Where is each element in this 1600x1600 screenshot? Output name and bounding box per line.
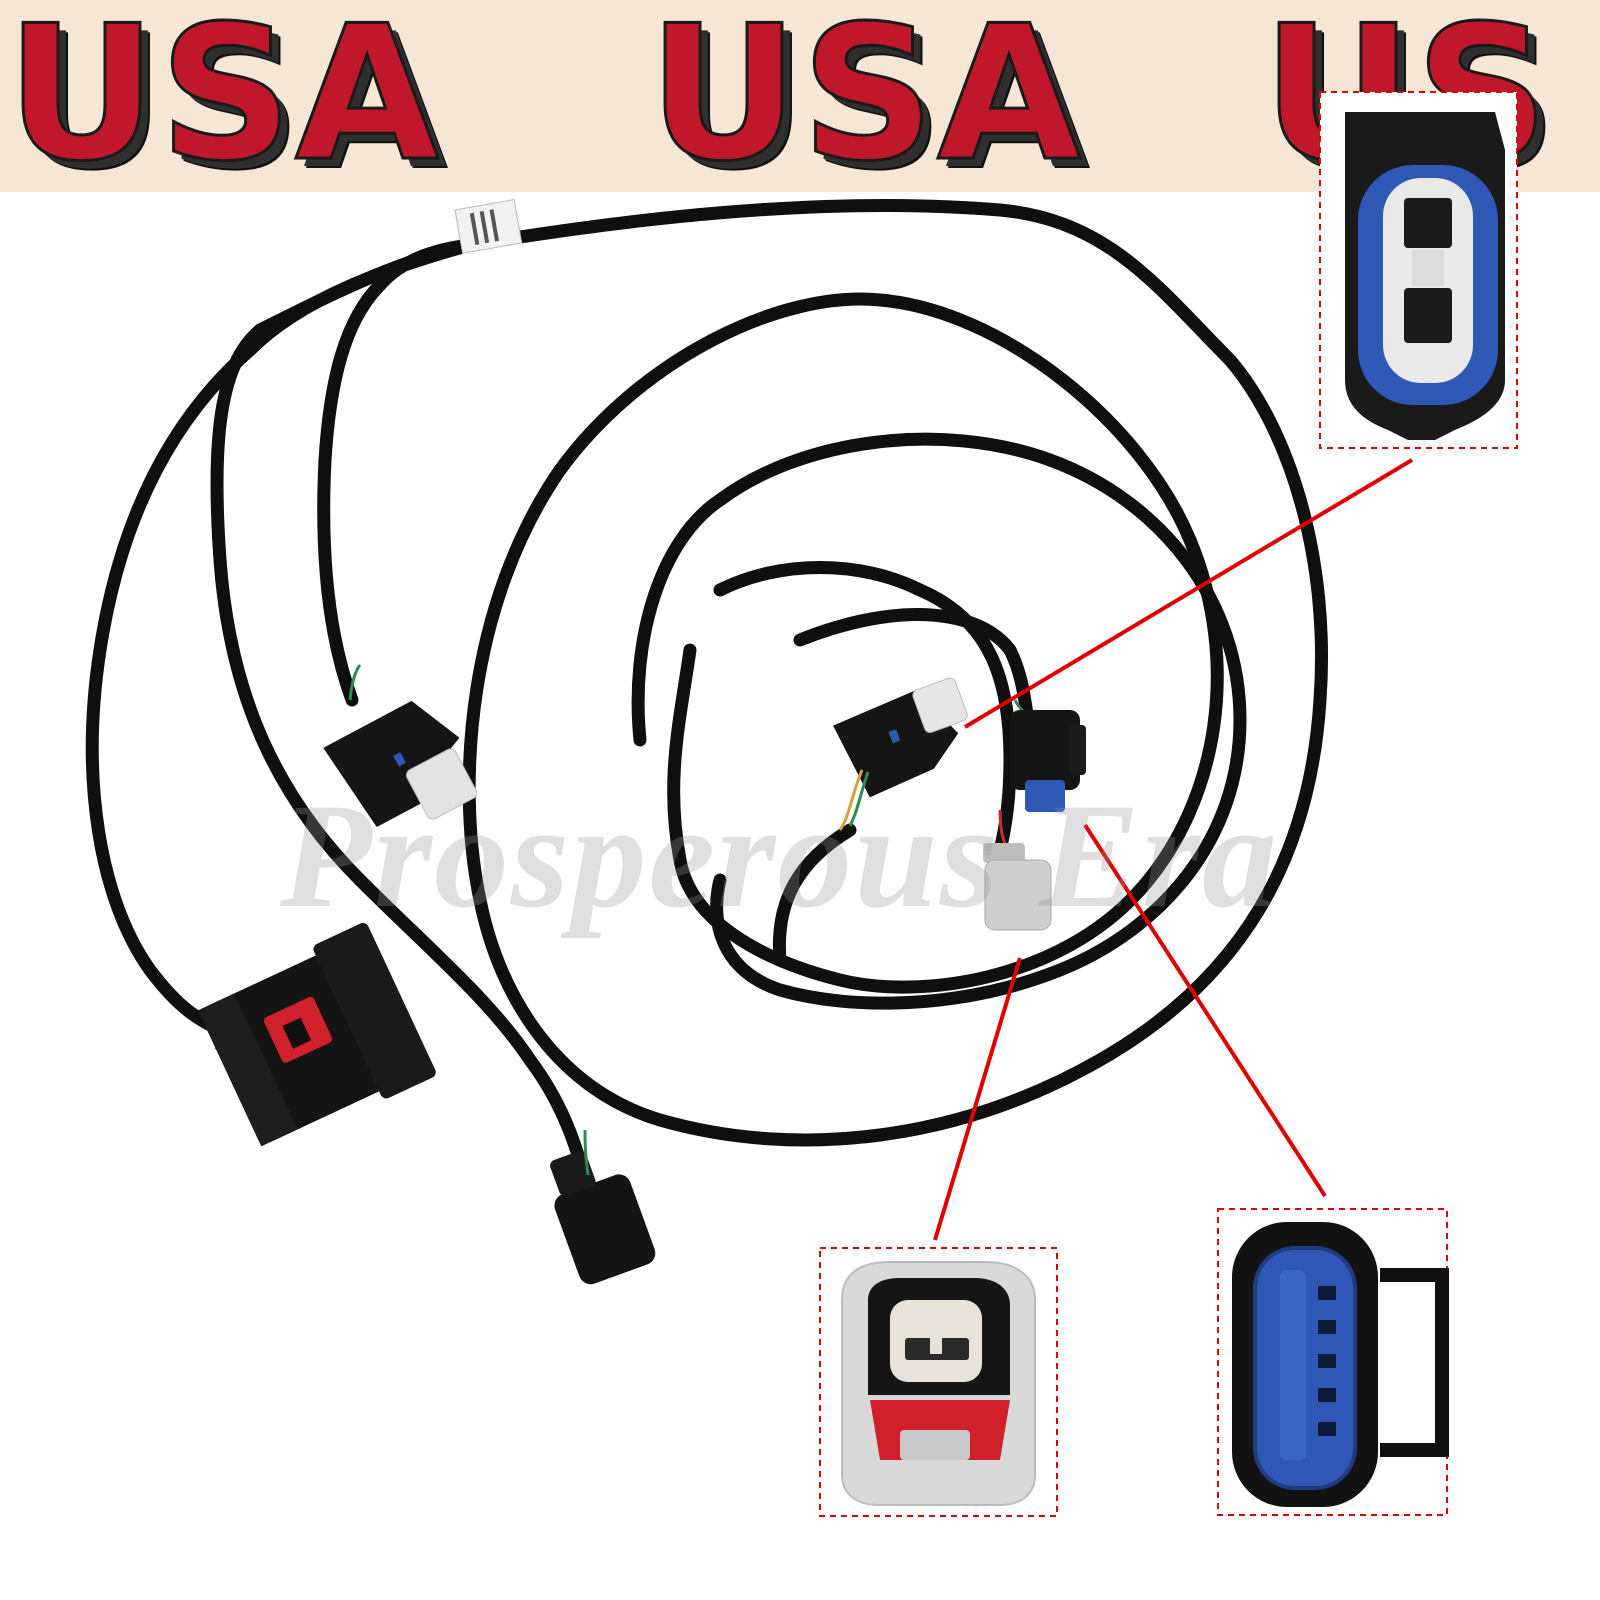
harness-cables	[85, 198, 1329, 1187]
center-connector-gray	[983, 809, 1052, 931]
callout-line-top	[963, 458, 1414, 729]
callout-detail-bottom-right	[1217, 1208, 1449, 1516]
callout-lines	[933, 458, 1414, 1241]
inner-loop-cable	[631, 432, 1247, 1010]
callout-detail-bottom-left	[819, 1247, 1058, 1517]
branch-cable-center-small	[793, 608, 1037, 737]
large-multipin-connector	[197, 922, 436, 1147]
callout-line-bottom-right	[1083, 823, 1327, 1198]
part-label-tape	[454, 199, 523, 254]
upper-left-connector	[323, 700, 478, 828]
banner-word-1: USA	[5, 0, 441, 192]
banner-word-2: USA	[647, 0, 1083, 192]
center-connector-blue	[1010, 699, 1086, 812]
branch-cable-left-inner	[210, 238, 592, 1187]
center-connector-white	[833, 677, 968, 798]
main-trunk-cable	[462, 198, 1329, 1147]
brand-watermark: Prosperous Era	[280, 773, 1280, 939]
callout-detail-top-right	[1319, 91, 1518, 449]
callout-line-bottom-left	[933, 957, 1022, 1241]
small-two-pin-connector	[550, 1150, 656, 1285]
branch-cable-center-black	[772, 823, 857, 967]
branch-cable-to-upper-connector	[317, 238, 477, 707]
